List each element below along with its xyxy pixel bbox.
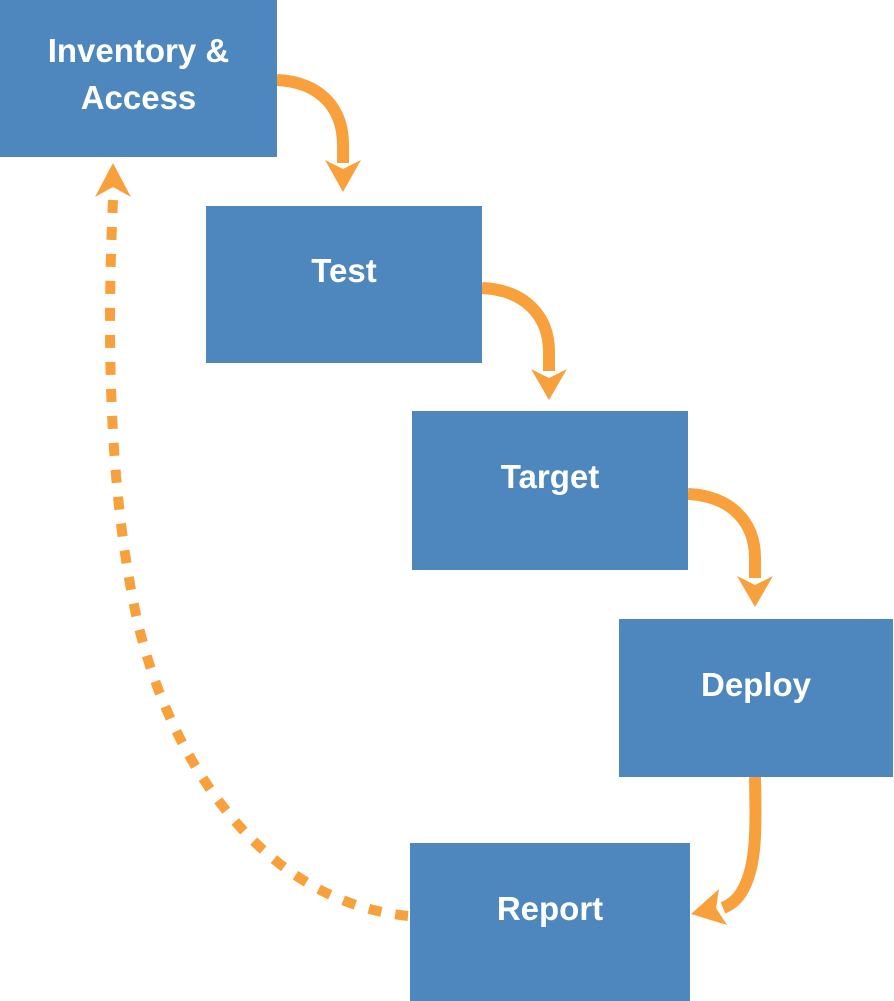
arrow-target-to-deploy — [687, 488, 773, 607]
node-target: Target — [412, 411, 688, 570]
node-target-label: Target — [500, 458, 600, 496]
node-test-label: Test — [311, 252, 377, 290]
arrow-test-to-target — [481, 282, 567, 400]
arrow-inventory-to-test — [276, 74, 361, 192]
node-report-label: Report — [496, 889, 604, 927]
node-deploy-label: Deploy — [700, 665, 812, 703]
node-inventory-access-label: Inventory & Access — [47, 32, 230, 116]
node-deploy: Deploy — [619, 619, 893, 777]
node-test: Test — [206, 206, 482, 363]
node-report: Report — [410, 843, 690, 1001]
node-inventory-access: Inventory & Access — [0, 0, 277, 157]
arrow-deploy-to-report — [691, 776, 762, 925]
